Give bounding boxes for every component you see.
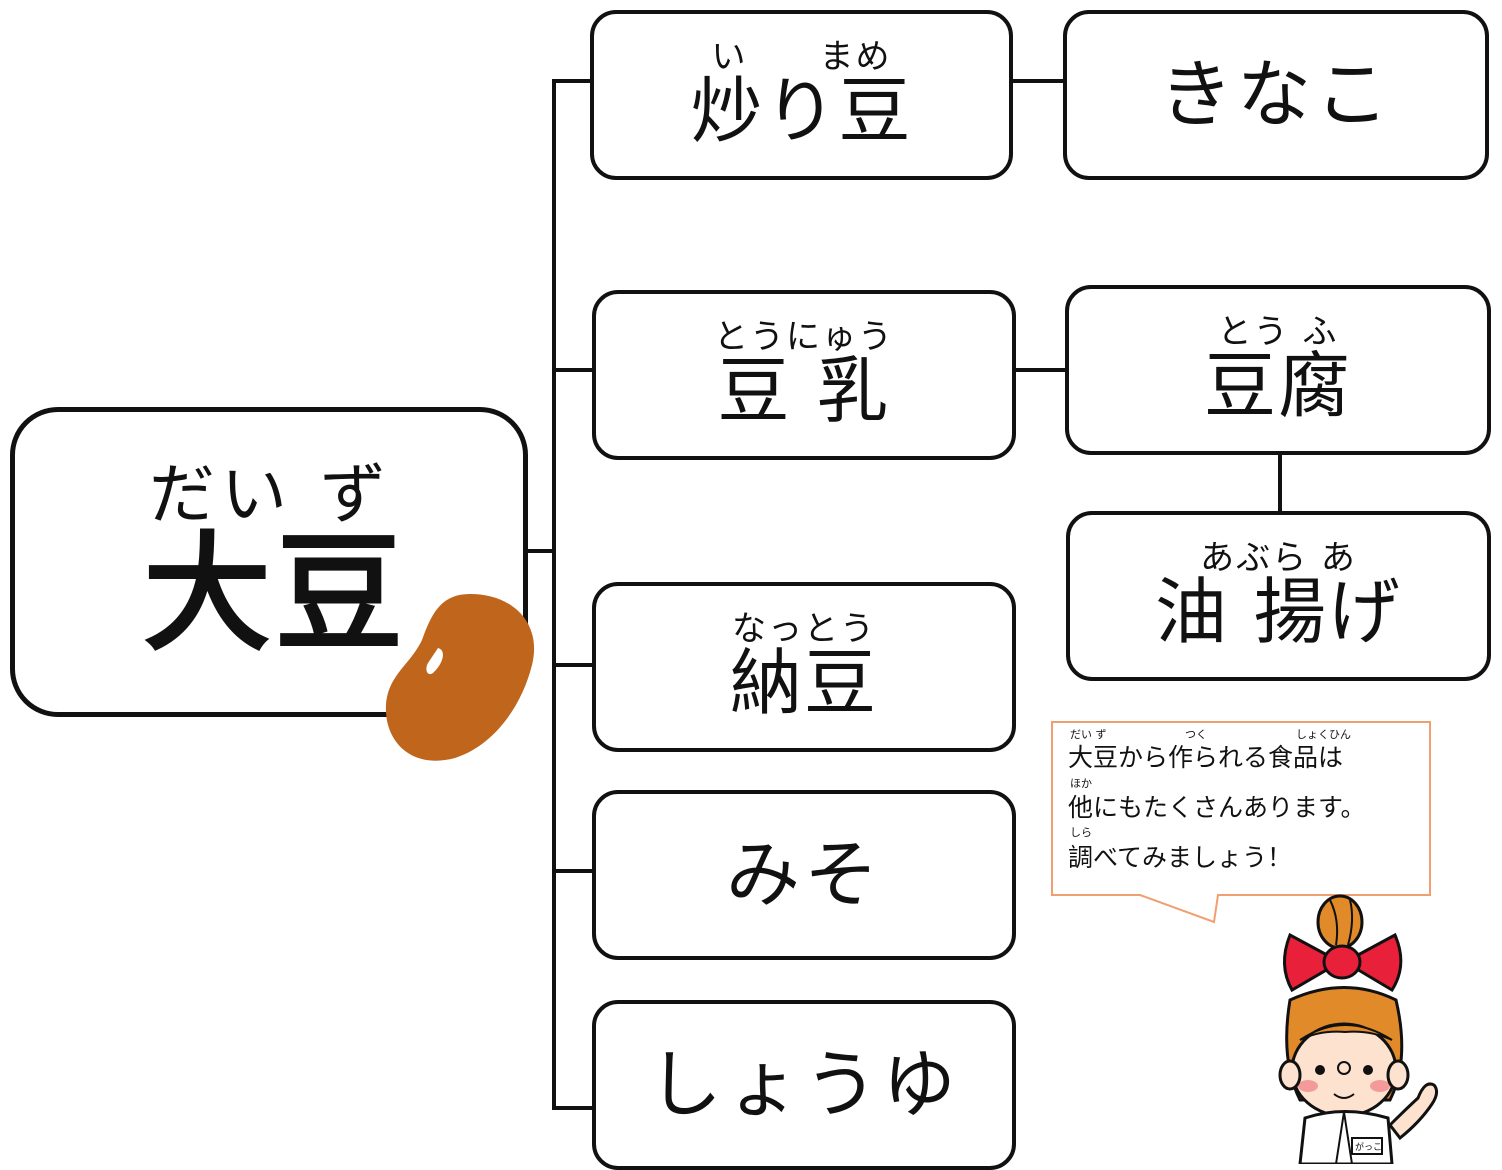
mascot-hair	[1285, 986, 1404, 1102]
bubble-ruby-hoka: ほか	[1070, 777, 1092, 790]
bubble-text: だい ず つく しょくひん ほか しら 大豆から作られる食品は 他にもたくさんあ…	[1068, 729, 1418, 883]
node-aburaage-word: 油 揚げ	[1155, 570, 1402, 655]
mascot-badge-text: がっこ	[1355, 1141, 1382, 1153]
node-aburaage-ruby: あぶら あ	[1200, 538, 1357, 579]
mascot-hair-bun	[1316, 894, 1364, 950]
node-shoyu-word: しょうゆ	[648, 1042, 960, 1128]
node-miso-word: みそ	[726, 832, 882, 918]
node-miso: みそ	[592, 790, 1016, 960]
link-tofu-aburaage	[1278, 450, 1282, 515]
branch-shoyu	[552, 1106, 594, 1110]
node-iri-mame-word: 炒り豆	[690, 69, 913, 154]
node-kinako-word: きなこ	[1159, 52, 1393, 138]
branch-natto	[552, 663, 594, 667]
node-tonyu-word: 豆 乳	[717, 349, 891, 434]
mascot-bow-icon	[1283, 932, 1403, 993]
bubble-line-1: 大豆から作られる食品は	[1068, 743, 1344, 772]
bubble-ruby-daizu: だい ず	[1070, 728, 1107, 741]
node-natto-word: 納豆	[729, 641, 878, 726]
node-iri-mame-ruby: い まめ	[711, 37, 892, 78]
node-natto: なっとう 納豆	[592, 582, 1016, 752]
node-natto-ruby: なっとう	[732, 609, 876, 650]
main-ruby: だい ず	[149, 455, 392, 533]
branch-iri-mame	[552, 79, 594, 83]
main-connector	[526, 549, 556, 553]
node-aburaage: あぶら あ 油 揚げ	[1066, 511, 1491, 681]
node-tofu-word: 豆腐	[1203, 344, 1352, 429]
bubble-ruby-tsuku: つく	[1185, 728, 1207, 741]
trunk-line	[552, 79, 556, 1110]
node-iri-mame: い まめ 炒り豆	[590, 10, 1013, 180]
main-node-daizu: だい ず 大豆	[10, 407, 528, 717]
mascot-hand	[1388, 1082, 1439, 1141]
node-shoyu: しょうゆ	[592, 1000, 1016, 1170]
mascot-face	[1290, 1022, 1398, 1118]
main-word: 大豆	[143, 519, 408, 669]
bubble-ruby-shira: しら	[1070, 826, 1092, 839]
node-tofu-ruby: とう ふ	[1217, 312, 1339, 353]
bubble-line-2: 他にもたくさんあります。	[1068, 793, 1366, 822]
node-tofu: とう ふ 豆腐	[1065, 285, 1491, 455]
node-tonyu-ruby: とうにゅう	[714, 317, 894, 358]
branch-tonyu	[552, 368, 594, 372]
bubble-ruby-shokuhin: しょくひん	[1296, 728, 1351, 741]
bubble-line-3: 調べてみましょう！	[1068, 843, 1293, 872]
link-iri-kinako	[1011, 79, 1067, 83]
mascot-coat	[1298, 1110, 1394, 1164]
link-tonyu-tofu	[1013, 368, 1069, 372]
node-kinako: きなこ	[1063, 10, 1489, 180]
mascot-badge	[1351, 1137, 1383, 1155]
node-tonyu: とうにゅう 豆 乳	[592, 290, 1016, 460]
branch-miso	[552, 869, 594, 873]
